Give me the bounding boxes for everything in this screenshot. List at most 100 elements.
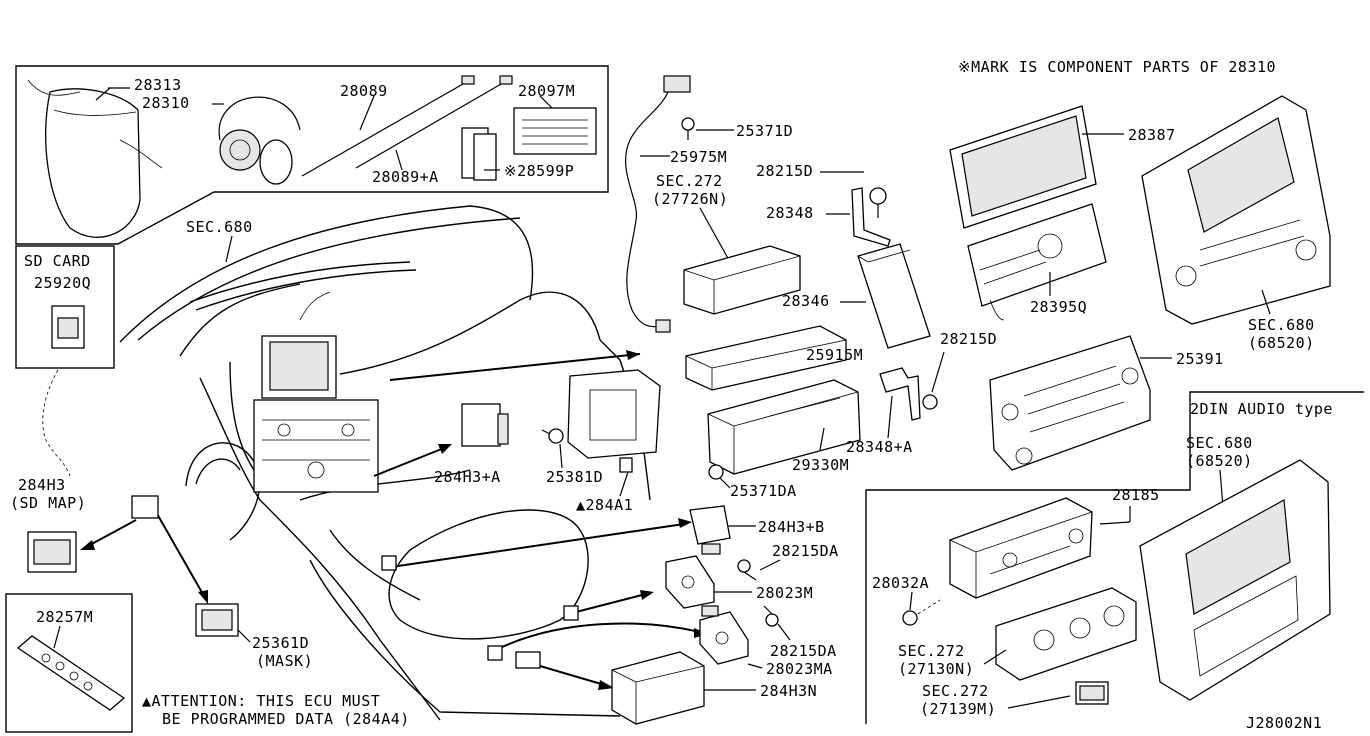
remote-box: 28257M — [5, 593, 133, 733]
part-25371da: 25371DA — [730, 482, 797, 500]
callout-arrows — [80, 350, 708, 690]
part-28215da-a: 28215DA — [772, 542, 839, 560]
sd-card-part: 25920Q — [34, 274, 91, 292]
part-284h3a: 284H3+A — [434, 468, 501, 486]
part-28023m: 28023M — [756, 584, 813, 602]
screw-28032a[interactable] — [902, 599, 941, 626]
sec680-right: SEC.680 — [1248, 316, 1315, 334]
part-28215d-top: 28215D — [756, 162, 813, 180]
dash-bezel-68520[interactable] — [1141, 95, 1331, 325]
sec272-b: SEC.272 — [898, 642, 965, 660]
screw-28215d-mid[interactable] — [922, 394, 938, 410]
unit-28023m[interactable] — [665, 555, 715, 609]
interior-connectors[interactable] — [131, 495, 579, 669]
unit-284h3a[interactable] — [461, 403, 509, 447]
two-din-title: 2DIN AUDIO type — [1190, 400, 1333, 418]
unit-28023ma[interactable] — [699, 605, 749, 665]
part-28215d-mid: 28215D — [940, 330, 997, 348]
sec680-right-sub: (68520) — [1248, 334, 1315, 352]
part-284h3: 284H3 — [18, 476, 66, 494]
display-28387[interactable] — [949, 105, 1097, 229]
sd-map-unit[interactable] — [27, 531, 77, 573]
antenna-cable[interactable] — [625, 75, 695, 333]
two-din-box: 2DIN AUDIO type — [865, 391, 1364, 724]
part-25361d-sub: (MASK) — [256, 652, 313, 670]
part-284h3n: 284H3N — [760, 682, 817, 700]
sec680-top: SEC.680 — [186, 218, 253, 236]
climate-panel-27130n[interactable] — [995, 587, 1137, 681]
car-interior-outline — [119, 205, 651, 721]
part-28395q: 28395Q — [1030, 298, 1087, 316]
part-28023ma: 28023MA — [766, 660, 833, 678]
screw-28215d-top[interactable] — [869, 187, 887, 218]
part-28599p: ※28599P — [504, 162, 574, 180]
bolt-25381d[interactable] — [541, 428, 564, 444]
component-note: ※MARK IS COMPONENT PARTS OF 28310 — [958, 58, 1276, 76]
screw-28215da-a[interactable] — [737, 559, 757, 581]
part-28032a: 28032A — [872, 574, 929, 592]
part-25975m: 25975M — [670, 148, 727, 166]
sec680-2din: SEC.680 — [1186, 434, 1253, 452]
part-29330m: 29330M — [792, 456, 849, 474]
part-28313: 28313 — [134, 76, 182, 94]
sd-card-leader — [42, 369, 71, 477]
module-28346[interactable] — [857, 243, 931, 349]
part-28346: 28346 — [782, 292, 830, 310]
unit-284h3b[interactable] — [689, 505, 731, 555]
unit-284h3n[interactable] — [611, 651, 705, 725]
dash-console[interactable] — [253, 291, 379, 493]
part-28097m: 28097M — [518, 82, 575, 100]
sd-card-box: SD CARD 25920Q — [15, 245, 115, 369]
part-284a1: ▲284A1 — [576, 496, 633, 514]
info-label[interactable] — [513, 107, 597, 155]
part-25371d: 25371D — [736, 122, 793, 140]
attention-line1: ▲ATTENTION: THIS ECU MUST — [142, 692, 380, 710]
unit-29330m[interactable] — [707, 379, 861, 475]
part-28089a: 28089+A — [372, 168, 439, 186]
battery[interactable] — [461, 127, 497, 181]
bracket-28348a[interactable] — [879, 367, 921, 421]
unit-25915m[interactable] — [685, 325, 847, 391]
accessories-box: 28313 28310 28089 28089+A 28097M ※28599P — [15, 65, 609, 245]
headphones[interactable] — [218, 96, 301, 185]
control-panel-28395q[interactable] — [967, 203, 1107, 321]
dash-bezel-2din[interactable] — [1139, 459, 1331, 701]
switch-27139m[interactable] — [1075, 681, 1109, 705]
tuner-27726n[interactable] — [683, 245, 801, 315]
sd-card-title: SD CARD — [24, 252, 91, 270]
part-28257m: 28257M — [36, 608, 93, 626]
sec272-c-sub: (27139M) — [920, 700, 996, 718]
headphone-bag[interactable] — [27, 79, 163, 238]
mask-switch[interactable] — [195, 603, 239, 637]
part-284h3b: 284H3+B — [758, 518, 825, 536]
part-25915m: 25915M — [806, 346, 863, 364]
sec680-2din-sub: (68520) — [1186, 452, 1253, 470]
sec272-a: SEC.272 — [656, 172, 723, 190]
part-28348a: 28348+A — [846, 438, 913, 456]
screw-28215da-b[interactable] — [763, 605, 779, 627]
remote-control[interactable] — [16, 635, 126, 711]
part-284h3-sub: (SD MAP) — [10, 494, 86, 512]
part-25391: 25391 — [1176, 350, 1224, 368]
part-28215da-b: 28215DA — [770, 642, 837, 660]
part-28348: 28348 — [766, 204, 814, 222]
part-28310: 28310 — [142, 94, 190, 112]
bracket-28348[interactable] — [851, 187, 891, 247]
ecu-284a1[interactable] — [567, 369, 661, 473]
part-28089: 28089 — [340, 82, 388, 100]
switch-panel-25391[interactable] — [989, 335, 1151, 471]
part-25381d: 25381D — [546, 468, 603, 486]
sec272-c: SEC.272 — [922, 682, 989, 700]
part-28185: 28185 — [1112, 486, 1160, 504]
sec272-b-sub: (27130N) — [898, 660, 974, 678]
part-28387: 28387 — [1128, 126, 1176, 144]
screw-25371da[interactable] — [708, 464, 731, 489]
audio-unit-28185[interactable] — [949, 497, 1093, 599]
sec272-a-sub: (27726N) — [652, 190, 728, 208]
sd-card[interactable] — [51, 305, 85, 349]
audio-cables[interactable] — [301, 75, 513, 177]
attention-line2: BE PROGRAMMED DATA (284A4) — [162, 710, 410, 728]
diagram-code: J28002N1 — [1246, 714, 1322, 732]
part-25361d: 25361D — [252, 634, 309, 652]
